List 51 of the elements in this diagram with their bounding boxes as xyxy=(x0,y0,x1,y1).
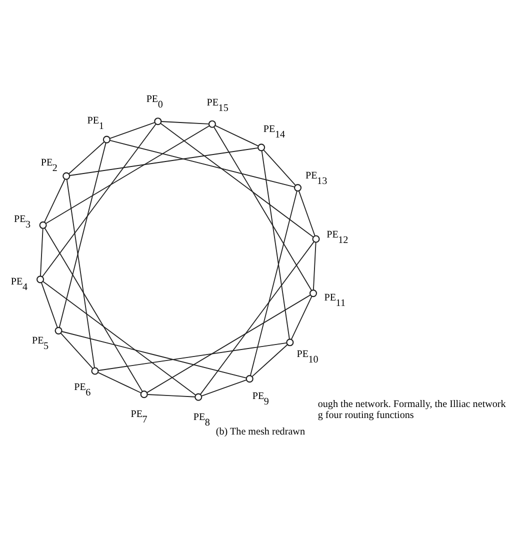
node-circle xyxy=(39,221,47,229)
node-circle xyxy=(309,290,318,298)
node-circle xyxy=(154,118,162,126)
node-circle xyxy=(102,136,110,144)
label: g four routing functions xyxy=(318,410,414,421)
connector xyxy=(66,178,95,368)
connector xyxy=(110,140,295,188)
label: ough the network. Formally, the Illiac network xyxy=(318,399,506,410)
connector xyxy=(44,178,66,223)
connector xyxy=(40,228,44,277)
connector xyxy=(46,125,210,224)
node-circle xyxy=(208,120,216,128)
connector xyxy=(42,124,156,278)
node-circle xyxy=(312,235,320,243)
connector xyxy=(312,242,316,290)
node-circle xyxy=(258,144,266,152)
connector xyxy=(214,125,259,146)
connector xyxy=(147,394,196,398)
connector xyxy=(68,142,105,174)
connector xyxy=(160,121,210,124)
connector xyxy=(41,282,58,328)
node-circle xyxy=(91,367,99,375)
connector xyxy=(98,342,287,371)
connector xyxy=(58,142,106,328)
connector xyxy=(109,122,156,139)
connector xyxy=(261,150,290,340)
node-circle xyxy=(140,390,148,398)
node-circle xyxy=(194,393,202,401)
node-circle xyxy=(54,326,62,334)
node-circle xyxy=(62,172,70,180)
connector xyxy=(60,332,94,369)
connector xyxy=(160,122,314,238)
connector xyxy=(61,331,247,378)
node-circle xyxy=(36,276,44,284)
connector xyxy=(214,126,312,291)
connector xyxy=(263,149,296,186)
caption: (b) The mesh redrawn xyxy=(216,426,306,438)
connector xyxy=(42,281,196,396)
node-circle xyxy=(294,184,302,192)
connector xyxy=(200,241,314,395)
connector xyxy=(44,228,143,392)
connector xyxy=(252,344,288,377)
connector xyxy=(146,294,311,394)
node-circle xyxy=(246,375,254,383)
connector xyxy=(250,190,298,376)
connector xyxy=(69,147,258,176)
node-circle xyxy=(286,338,294,346)
connector xyxy=(291,296,312,340)
connector xyxy=(201,380,247,396)
connector xyxy=(98,372,142,394)
connector xyxy=(298,190,316,236)
